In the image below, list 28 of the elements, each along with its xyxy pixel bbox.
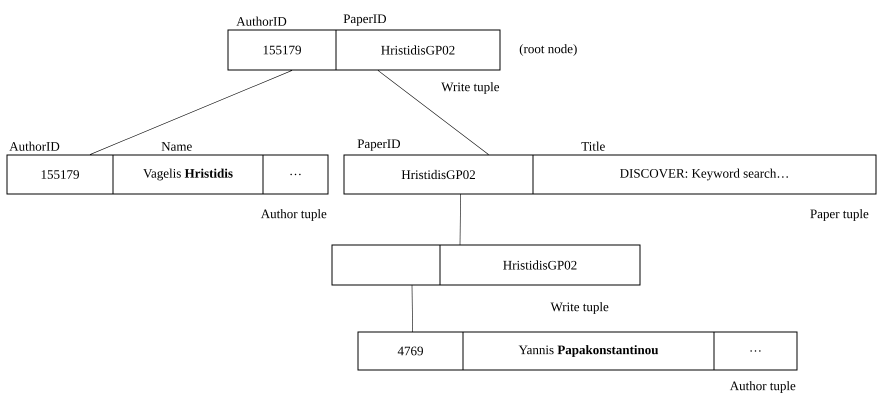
table-cell: HristidisGP02: [440, 244, 640, 286]
table-cell: HristidisGP02: [344, 154, 534, 194]
empty-cell: [332, 244, 440, 286]
table-cell: 155179: [228, 30, 336, 70]
tuple-caption: Author tuple: [260, 209, 326, 221]
table-cell: Vagelis Hristidis: [112, 154, 264, 194]
tuple-caption: (root node): [520, 44, 577, 56]
connector-line: [378, 70, 489, 155]
table-cell: DISCOVER: Keyword search…: [532, 154, 876, 194]
tuple-caption: Write tuple: [441, 82, 500, 94]
column-header: PaperID: [344, 14, 386, 26]
table-cell: 4769: [358, 332, 464, 370]
column-header: Name: [162, 142, 192, 151]
table-cell: …: [262, 154, 328, 194]
table-cell: …: [714, 332, 798, 370]
table-cell: 155179: [6, 154, 114, 194]
table-cell: HristidisGP02: [336, 30, 500, 70]
column-header: PaperID: [358, 140, 400, 151]
tuple-caption: Paper tuple: [810, 209, 868, 221]
connector-line: [90, 70, 292, 155]
connector-line: [460, 194, 461, 245]
tuple-caption: Write tuple: [550, 302, 608, 314]
table-cell: Yannis Papakonstantinou: [462, 332, 714, 370]
connector-line: [412, 285, 413, 332]
column-header: AuthorID: [236, 16, 286, 26]
column-header: Title: [581, 142, 605, 151]
column-header: AuthorID: [9, 142, 60, 151]
tuple-caption: Author tuple: [730, 381, 796, 393]
